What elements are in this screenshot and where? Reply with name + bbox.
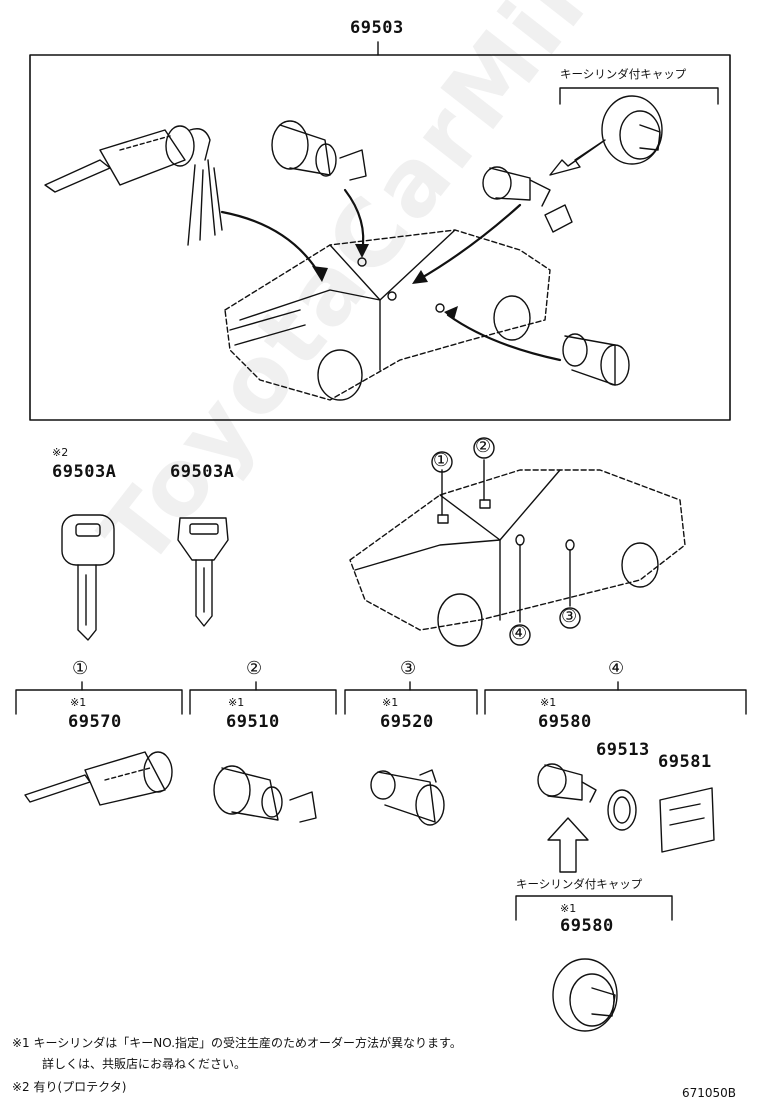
cylinder-3: [370, 769, 445, 826]
ignition-cylinder-1: [24, 751, 173, 806]
location-4: ④: [511, 623, 528, 644]
cap-bracket-top: [559, 87, 719, 105]
group-3-part-number: 69520: [380, 712, 434, 732]
key-right: [177, 517, 229, 627]
truck-middle: [349, 459, 686, 647]
group-4-part-number: 69580: [538, 712, 592, 732]
location-1: ①: [433, 450, 450, 471]
top-arrowheads: [312, 244, 458, 320]
cap-arrow-up: [547, 817, 589, 873]
key-left: [61, 514, 115, 641]
cylinder-4: [537, 763, 597, 803]
door-cylinder-2: [213, 765, 317, 823]
cap-label-top: キーシリンダ付キャップ: [560, 67, 687, 81]
location-2: ②: [475, 436, 492, 457]
group-1-part-number: 69570: [68, 712, 122, 732]
key-part-number-left: 69503A: [52, 462, 117, 482]
part-number-69513: 69513: [596, 740, 650, 760]
key-note-left: ※2: [52, 446, 69, 459]
group-brackets: [15, 681, 747, 715]
truck-top: [224, 229, 551, 401]
ignition-cylinder-top: [44, 125, 223, 246]
cap-bracket-bottom: [515, 895, 673, 921]
group-3-note: ※1: [382, 696, 399, 709]
cap-arrow-top: [549, 139, 606, 176]
group-2-note: ※1: [228, 696, 245, 709]
key-part-number-right: 69503A: [170, 462, 235, 482]
bracket-69581: [659, 787, 715, 853]
door-cylinder-top: [271, 120, 367, 181]
cap-top: [601, 95, 663, 165]
assembly-part-number: 69503: [350, 18, 404, 38]
group-4-index: ④: [608, 658, 625, 679]
group-2-index: ②: [246, 658, 263, 679]
gasket-69513: [607, 789, 637, 831]
group-4-note: ※1: [540, 696, 557, 709]
location-circles: [431, 437, 581, 646]
footnote-2: ※2 有り(プロテクタ): [12, 1080, 127, 1094]
diagram-code: 671050B: [682, 1086, 737, 1100]
cap-part-number: 69580: [560, 916, 614, 936]
top-arrows: [220, 188, 562, 362]
location-3: ③: [561, 606, 578, 627]
footnote-1-cont: 詳しくは、共販店にお尋ねください。: [42, 1057, 247, 1071]
cylinder-top-right: [562, 333, 630, 386]
group-3-index: ③: [400, 658, 417, 679]
group-2-part-number: 69510: [226, 712, 280, 732]
group-1-index: ①: [72, 658, 89, 679]
cap-note: ※1: [560, 902, 577, 915]
top-panel-frame: [29, 54, 731, 421]
outside-cylinder-top: [482, 166, 573, 233]
part-number-69581: 69581: [658, 752, 712, 772]
cap-label-bottom: キーシリンダ付キャップ: [516, 877, 643, 891]
group-1-note: ※1: [70, 696, 87, 709]
footnote-1: ※1 キーシリンダは「キーNO.指定」の受注生産のためオーダー方法が異なります。: [12, 1036, 462, 1050]
cap-bottom: [552, 958, 618, 1032]
